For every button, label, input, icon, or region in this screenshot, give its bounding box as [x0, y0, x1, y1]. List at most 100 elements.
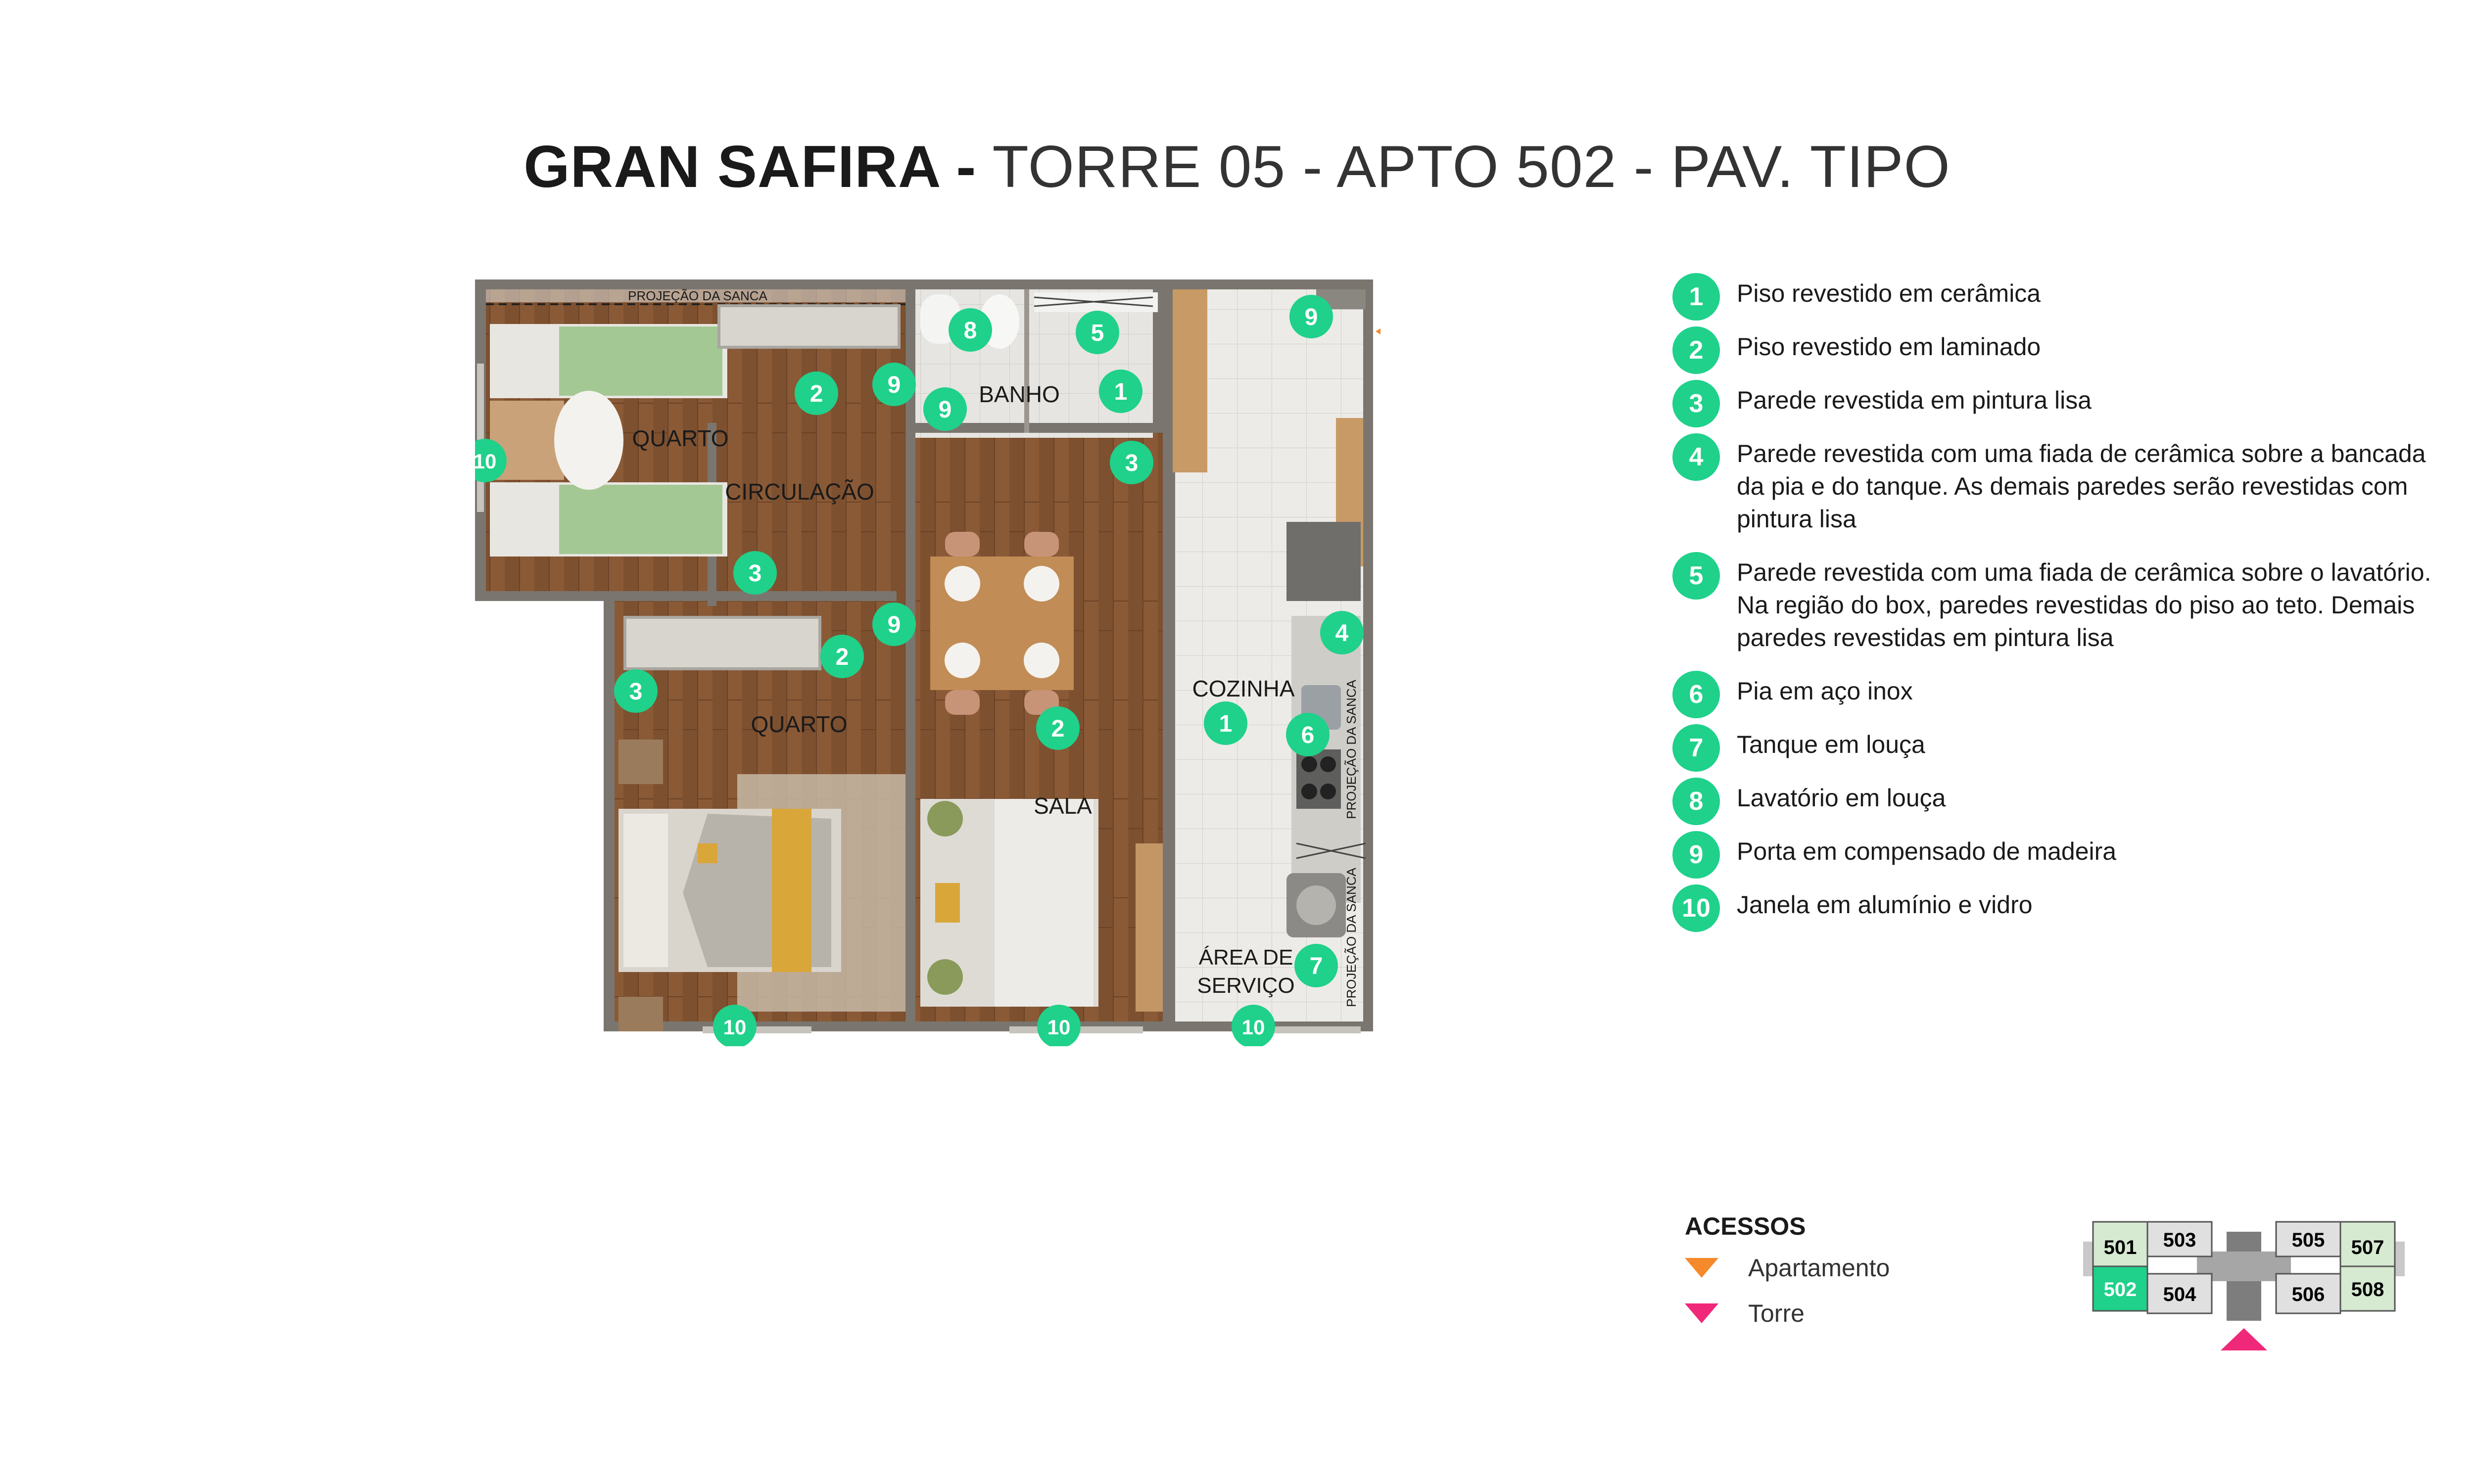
svg-text:10: 10 — [475, 450, 496, 473]
room-label-area-servico-1: ÁREA DE — [1199, 945, 1293, 970]
svg-text:2: 2 — [1051, 716, 1065, 742]
svg-text:7: 7 — [1310, 953, 1323, 979]
marker-9-quarto-1: 9 — [872, 363, 916, 406]
note-sanca-top: PROJEÇÃO DA SANCA — [628, 288, 767, 303]
svg-text:9: 9 — [888, 372, 901, 398]
unit-501: 501 — [2104, 1237, 2137, 1258]
triangle-down-icon — [1685, 1258, 1718, 1278]
marker-3-quarto-2: 3 — [614, 669, 658, 713]
legend-item: 10 Janela em alumínio e vidro — [1672, 884, 2444, 932]
legend-item: 2 Piso revestido em laminado — [1672, 326, 2444, 374]
svg-text:9: 9 — [939, 397, 952, 423]
legend-item: 1 Piso revestido em cerâmica — [1672, 273, 2444, 321]
marker-9-quarto-2: 9 — [872, 603, 916, 646]
marker-8: 8 — [949, 308, 992, 352]
svg-text:8: 8 — [964, 318, 977, 344]
svg-text:10: 10 — [723, 1016, 747, 1039]
marker-5: 5 — [1076, 311, 1119, 354]
room-label-cozinha: COZINHA — [1192, 676, 1295, 701]
legend-number: 6 — [1672, 671, 1720, 718]
svg-text:1: 1 — [1219, 711, 1233, 737]
legend-number: 1 — [1672, 273, 1720, 321]
finishes-legend: 1 Piso revestido em cerâmica 2 Piso revest… — [1672, 273, 2444, 942]
legend-item: 3 Parede revestida em pintura lisa — [1672, 380, 2444, 427]
room-label-circulacao: CIRCULAÇÃO — [725, 479, 874, 505]
marker-2-circulacao: 2 — [795, 371, 838, 415]
torre-access-icon — [2221, 1328, 2267, 1350]
room-label-area-servico-2: SERVIÇO — [1197, 974, 1294, 998]
unit-506: 506 — [2292, 1284, 2325, 1305]
svg-text:3: 3 — [629, 679, 643, 705]
marker-2-quarto: 2 — [820, 635, 864, 678]
unit-504: 504 — [2163, 1284, 2196, 1305]
legend-number: 2 — [1672, 326, 1720, 374]
access-item-torre: Torre — [1685, 1296, 1890, 1331]
legend-number: 4 — [1672, 433, 1720, 481]
legend-text: Lavatório em louça — [1737, 784, 1946, 812]
marker-1-cozinha: 1 — [1204, 701, 1247, 745]
svg-text:1: 1 — [1114, 379, 1128, 405]
title-bold: GRAN SAFIRA - — [523, 134, 977, 200]
room-label-sala: SALA — [1034, 793, 1092, 819]
legend-text: Porta em compensado de madeira — [1737, 837, 2117, 865]
marker-7: 7 — [1294, 944, 1338, 987]
unit-503: 503 — [2163, 1229, 2196, 1251]
legend-item: 6 Pia em aço inox — [1672, 671, 2444, 718]
unit-507: 507 — [2351, 1237, 2384, 1258]
unit-508: 508 — [2351, 1279, 2384, 1300]
legend-text: Tanque em louça — [1737, 731, 1925, 758]
floor-plan: QUARTO CIRCULAÇÃO BANHO QUARTO COZINHA S… — [475, 279, 1380, 1046]
marker-3-circulacao: 3 — [1110, 441, 1153, 484]
svg-text:3: 3 — [1125, 450, 1139, 476]
marker-9-banho: 9 — [923, 387, 967, 431]
legend-text: Parede revestida com uma fiada de cerâmi… — [1737, 440, 2426, 533]
svg-text:4: 4 — [1335, 620, 1349, 647]
marker-10-quarto-2: 10 — [713, 1005, 757, 1046]
legend-text: Janela em alumínio e vidro — [1737, 891, 2033, 919]
marker-4: 4 — [1320, 611, 1364, 654]
unit-502: 502 — [2104, 1279, 2137, 1300]
svg-text:9: 9 — [1305, 304, 1318, 330]
key-plan: 501 502 503 504 505 506 507 508 — [2083, 1221, 2405, 1350]
svg-text:9: 9 — [888, 612, 901, 638]
legend-item: 4 Parede revestida com uma fiada de cerâm… — [1672, 433, 2444, 535]
legend-number: 9 — [1672, 831, 1720, 879]
note-sanca-kitchen: PROJEÇÃO DA SANCA — [1344, 679, 1359, 819]
marker-1-banho: 1 — [1099, 370, 1142, 413]
marker-9-kitchen: 9 — [1289, 295, 1333, 338]
legend-item: 9 Porta em compensado de madeira — [1672, 831, 2444, 879]
marker-2-sala: 2 — [1036, 706, 1080, 750]
svg-text:10: 10 — [1242, 1016, 1265, 1039]
page-title: GRAN SAFIRA - TORRE 05 - APTO 502 - PAV.… — [0, 133, 2474, 201]
marker-10-area-servico: 10 — [1232, 1005, 1275, 1046]
svg-text:10: 10 — [1047, 1016, 1071, 1039]
marker-6: 6 — [1286, 713, 1330, 756]
legend-text: Piso revestido em laminado — [1737, 333, 2041, 361]
title-rest: TORRE 05 - APTO 502 - PAV. TIPO — [992, 134, 1951, 200]
room-label-quarto-1: QUARTO — [632, 425, 728, 451]
access-legend: ACESSOS Apartamento Torre — [1685, 1212, 1890, 1342]
triangle-down-icon — [1685, 1303, 1718, 1323]
legend-item: 5 Parede revestida com uma fiada de cerâm… — [1672, 552, 2444, 654]
access-item-apartamento: Apartamento — [1685, 1251, 1890, 1285]
legend-number: 5 — [1672, 552, 1720, 600]
legend-text: Parede revestida em pintura lisa — [1737, 386, 2092, 414]
legend-text: Pia em aço inox — [1737, 677, 1913, 705]
svg-text:2: 2 — [836, 644, 849, 670]
legend-text: Parede revestida com uma fiada de cerâmi… — [1737, 558, 2431, 651]
legend-number: 3 — [1672, 380, 1720, 427]
svg-text:5: 5 — [1091, 320, 1104, 346]
legend-number: 8 — [1672, 778, 1720, 825]
marker-10-quarto-1: 10 — [475, 439, 507, 482]
legend-item: 8 Lavatório em louça — [1672, 778, 2444, 825]
legend-number: 7 — [1672, 724, 1720, 772]
note-sanca-service: PROJEÇÃO DA SANCA — [1344, 867, 1359, 1007]
svg-text:3: 3 — [749, 560, 762, 587]
legend-number: 10 — [1672, 884, 1720, 932]
svg-text:6: 6 — [1301, 722, 1315, 748]
unit-505: 505 — [2292, 1229, 2325, 1251]
room-label-quarto-2: QUARTO — [751, 711, 847, 737]
legend-text: Piso revestido em cerâmica — [1737, 279, 2041, 307]
legend-item: 7 Tanque em louça — [1672, 724, 2444, 772]
marker-10-sala: 10 — [1037, 1005, 1081, 1046]
